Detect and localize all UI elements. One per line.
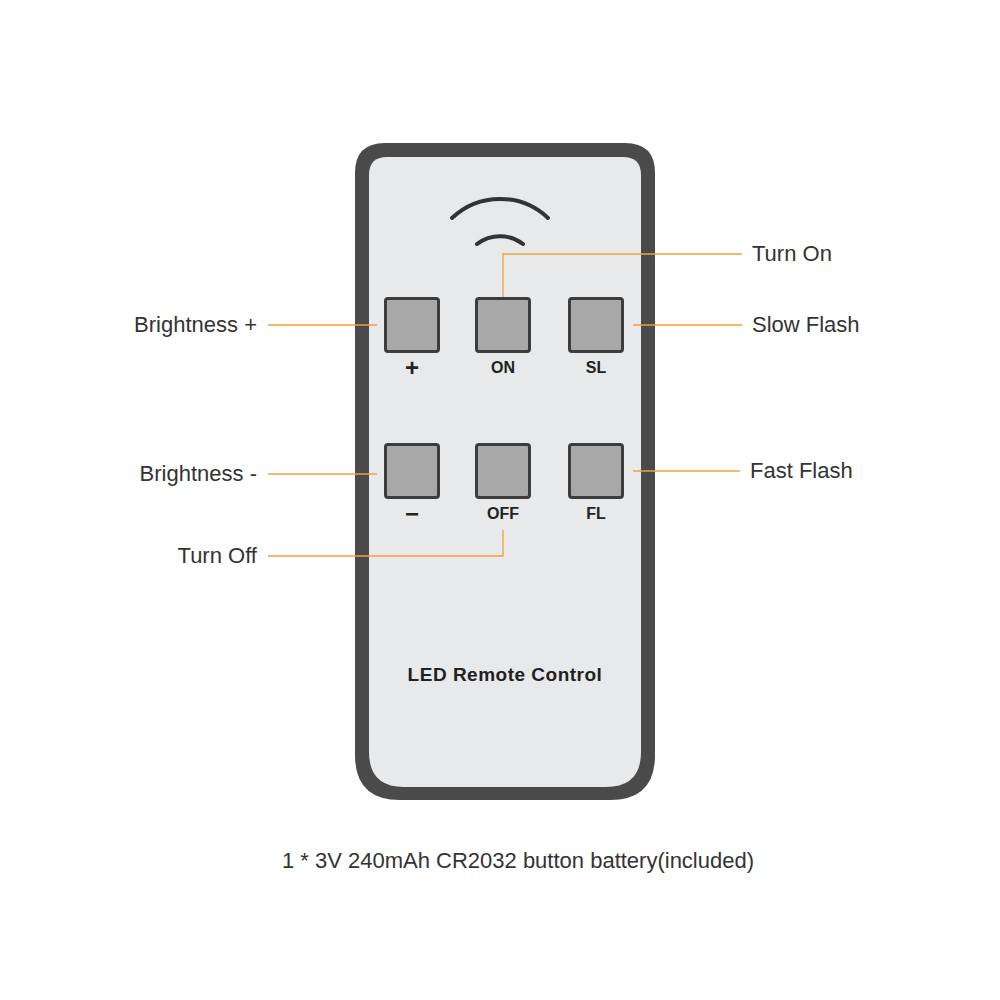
- callout-label: Slow Flash: [752, 312, 860, 338]
- button-label: +: [377, 355, 447, 381]
- leader-line: [268, 324, 377, 325]
- leader-line: [633, 470, 740, 471]
- callout-label: Turn Off: [178, 543, 257, 569]
- button-key: [568, 297, 624, 353]
- caption: 1 * 3V 240mAh CR2032 button battery(incl…: [282, 848, 754, 874]
- button-key: [475, 297, 531, 353]
- button-key: [475, 443, 531, 499]
- remote-housing: [355, 143, 655, 800]
- button-label: −: [377, 501, 447, 527]
- remote-button: +: [377, 297, 447, 389]
- callout-label: Fast Flash: [750, 458, 853, 484]
- button-label: ON: [468, 359, 538, 377]
- remote-face: [369, 157, 641, 787]
- leader-line: [268, 473, 377, 474]
- leader-line: [633, 324, 742, 325]
- remote-button: OFF: [468, 443, 538, 535]
- remote-title: LED Remote Control: [355, 664, 655, 686]
- leader-line: [268, 530, 503, 556]
- button-label: SL: [561, 359, 631, 377]
- callout-label: Turn On: [752, 241, 832, 267]
- signal-icon: [452, 199, 548, 218]
- signal-icon: [477, 236, 523, 244]
- button-label: FL: [561, 505, 631, 523]
- button-key: [384, 443, 440, 499]
- remote-button: SL: [561, 297, 631, 389]
- button-key: [568, 443, 624, 499]
- remote-button: −: [377, 443, 447, 535]
- leader-line: [503, 254, 742, 297]
- remote-button: FL: [561, 443, 631, 535]
- callout-label: Brightness +: [134, 312, 257, 338]
- remote-button: ON: [468, 297, 538, 389]
- button-label: OFF: [468, 505, 538, 523]
- remote-body: LED Remote Control + ON SL − OFF FL: [355, 143, 655, 800]
- button-key: [384, 297, 440, 353]
- callout-label: Brightness -: [140, 461, 257, 487]
